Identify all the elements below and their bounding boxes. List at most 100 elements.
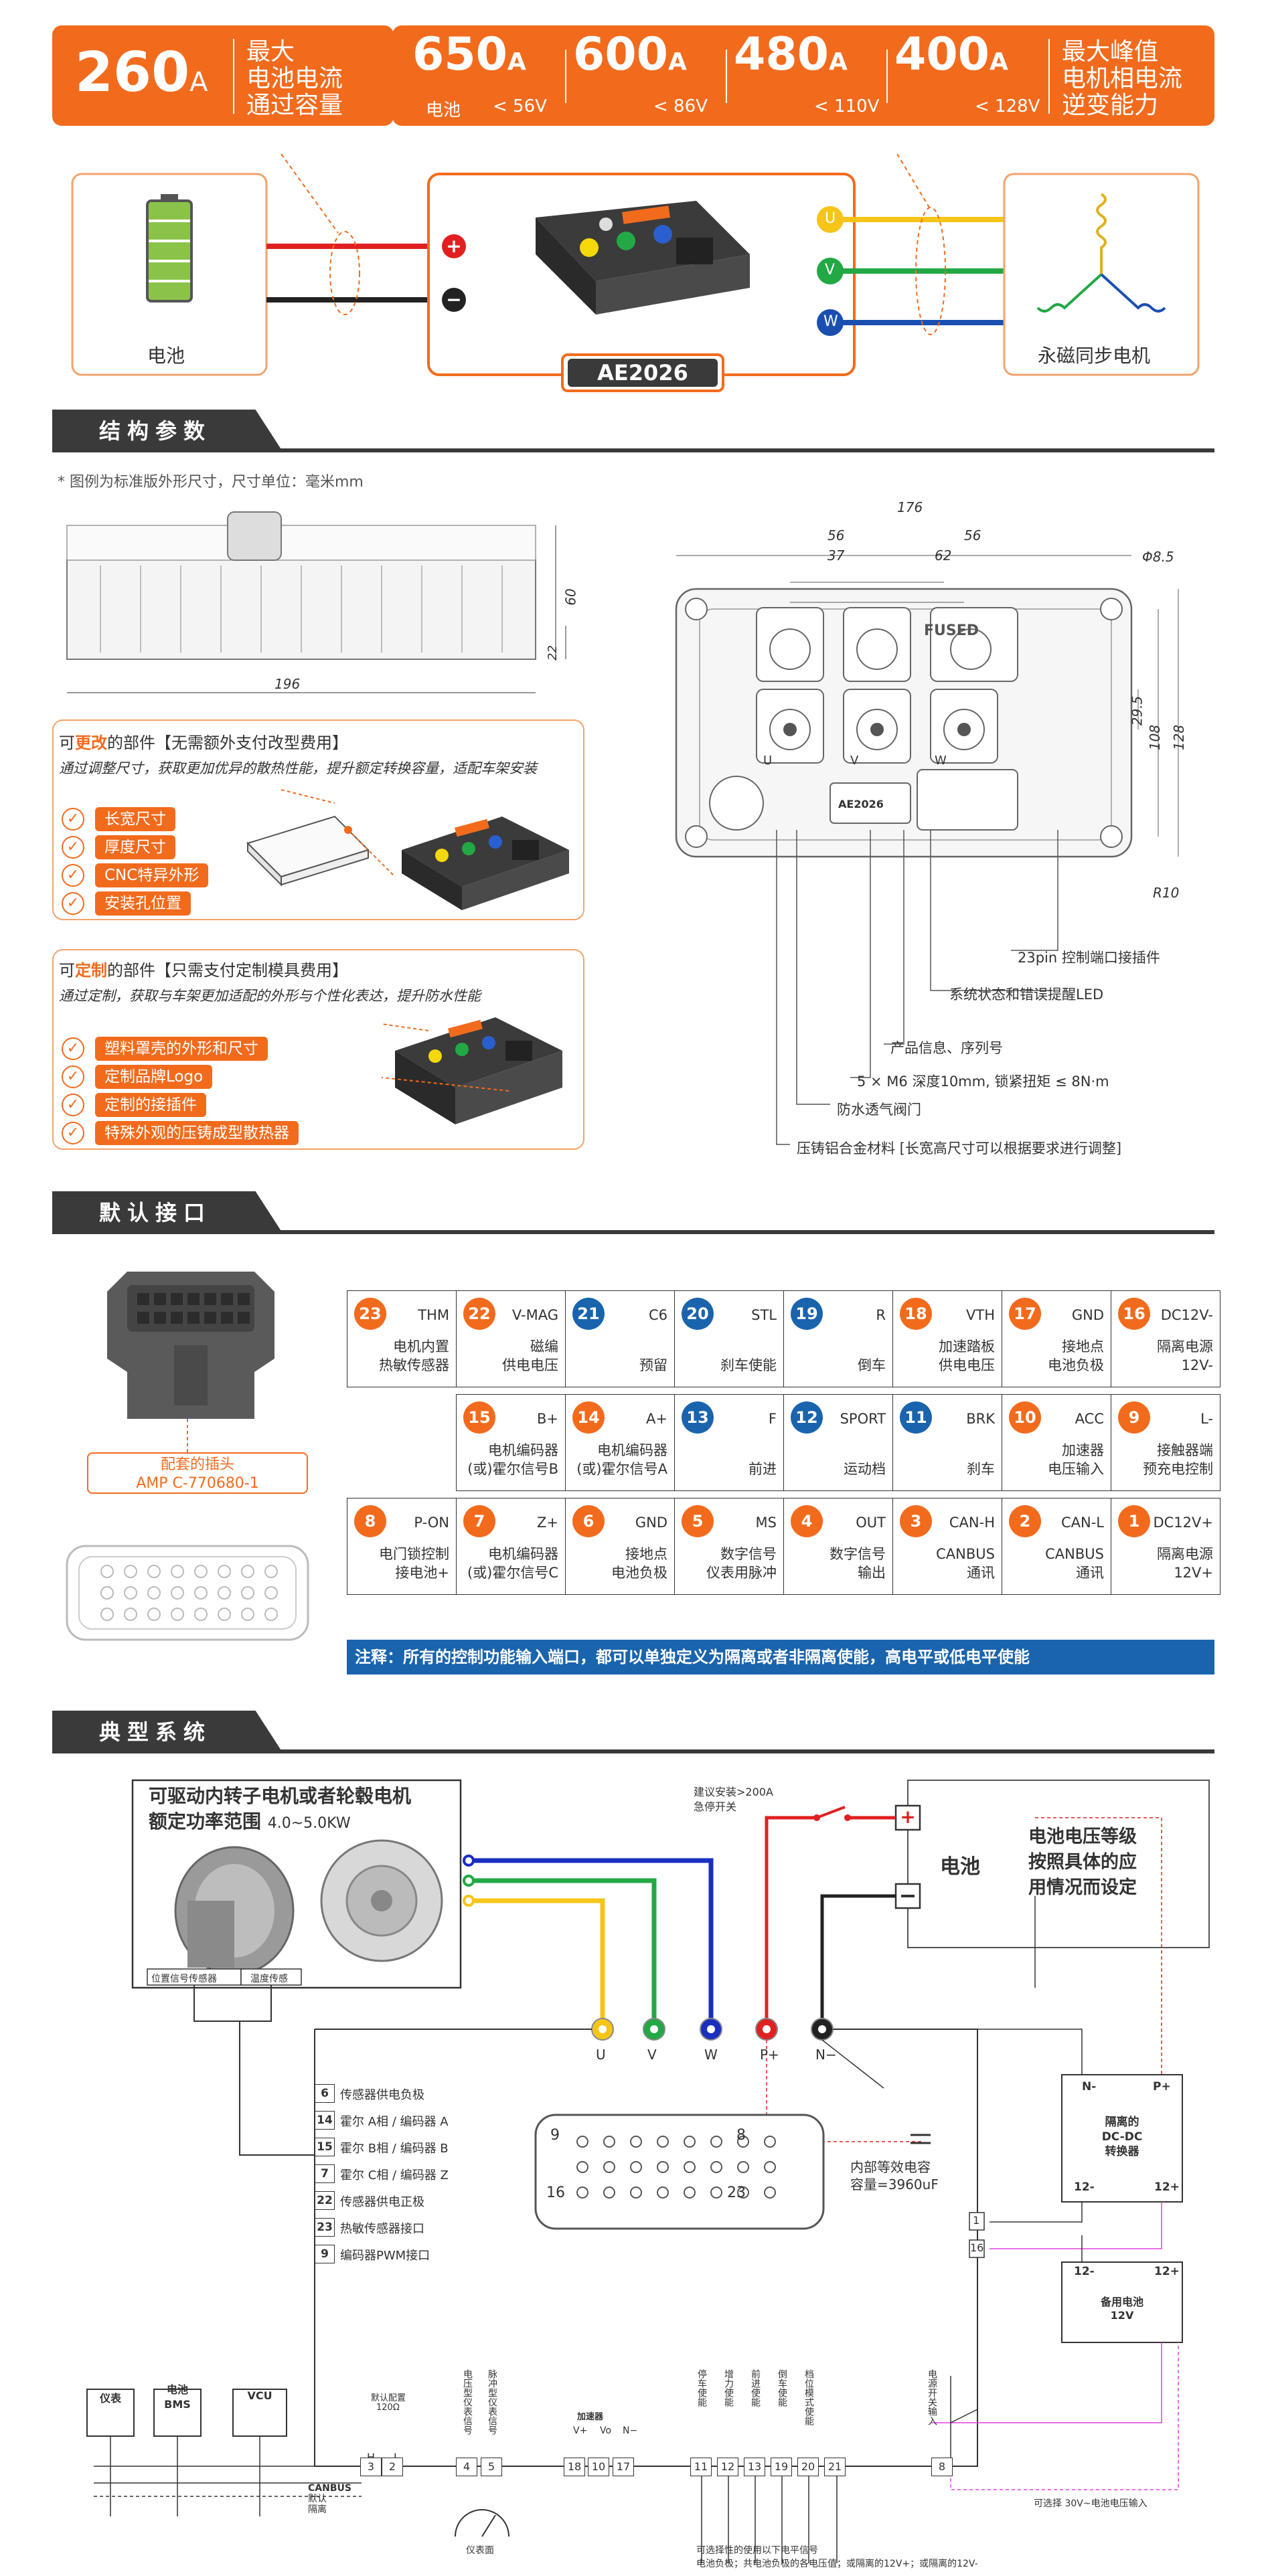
changeable-illustration	[246, 789, 569, 910]
check-icon: ✓	[62, 1065, 84, 1088]
terminal-u: U	[763, 754, 773, 768]
accel-title: 加速器	[577, 2412, 604, 2422]
pin-number-badge: 16	[1118, 1298, 1150, 1330]
bottom-pin: 2	[382, 2458, 403, 2476]
pin-description-line: 隔离电源	[1157, 1339, 1213, 1355]
small-pin-16: 16	[970, 2241, 984, 2254]
customizable-box	[52, 949, 584, 1150]
overview-battery-label: 电池	[147, 345, 185, 367]
terminal-label: N−	[815, 2047, 837, 2063]
pin-signal: SPORT	[840, 1411, 886, 1427]
rating-unit: A	[989, 48, 1008, 76]
vertical-label: 停车使能	[696, 2369, 707, 2407]
overview-diagram: + −	[71, 154, 1200, 392]
feature-tag: 特殊外观的压铸成型散热器	[95, 1121, 299, 1145]
pin-signal: R	[876, 1307, 886, 1323]
dim-56b: 56	[964, 527, 981, 543]
motor-title-1: 可驱动内转子电机或者轮毂电机	[149, 1785, 412, 1807]
bottom-pin: 12	[717, 2458, 738, 2476]
feature-tag: CNC特异外形	[95, 863, 209, 887]
pin-description-line: (或)霍尔信号A	[576, 1461, 667, 1477]
pin-description: 刹车	[967, 1460, 995, 1478]
pin-description-line: 电机编码器	[597, 1442, 667, 1458]
pin-description: 运动档	[844, 1460, 886, 1478]
rating-number: 400	[894, 28, 990, 81]
pin-signal: DC12V+	[1153, 1515, 1213, 1531]
pin-description-line: 加速踏板	[939, 1339, 995, 1355]
customizable-illustration	[382, 1017, 562, 1124]
dcdc-p: P+	[1153, 2080, 1171, 2093]
pin-number-badge: 7	[463, 1505, 495, 1537]
pin-description: 电机内置热敏传感器	[379, 1337, 449, 1375]
interface-note: 注释：所有的控制功能输入端口，都可以单独定义为隔离或者非隔离使能，高电平或低电平…	[347, 1640, 1214, 1675]
pin-description: 倒车	[858, 1356, 886, 1375]
pin-number-badge: 17	[1009, 1298, 1041, 1330]
pin-description-line: 运动档	[844, 1461, 886, 1477]
pin-signal: THM	[418, 1307, 449, 1323]
callout-serial: 产品信息、序列号	[890, 1040, 1003, 1056]
bottom-note-2: 电池负极；共电池负极的各电压值；或隔离的12V+；或隔离的12V-	[696, 2559, 978, 2569]
system-battery: 电池	[940, 1855, 980, 1879]
sensor-pin-number: 9	[315, 2245, 335, 2263]
callout-lines	[776, 830, 1058, 1145]
pin-signal: CAN-L	[1060, 1515, 1104, 1531]
battery-label: 电池	[426, 100, 461, 120]
conn-num-bl: 16	[546, 2184, 565, 2201]
rating-value: 600A	[573, 31, 687, 78]
pin-number-badge: 23	[354, 1298, 386, 1330]
aux-12m: 12-	[1074, 2265, 1095, 2278]
pin-number-badge: 10	[1009, 1401, 1041, 1434]
pin-description: 刹车使能	[720, 1356, 777, 1375]
sensor-pin-number: 14	[315, 2111, 335, 2130]
dim-176: 176	[897, 499, 923, 515]
rating-separator	[886, 50, 888, 103]
bottom-pin: 8	[931, 2458, 953, 2476]
pin-signal: L-	[1200, 1411, 1213, 1427]
pin-description: 预留	[639, 1356, 667, 1375]
pin-description-line: 刹车	[967, 1461, 995, 1477]
bottom-pin: 13	[744, 2458, 765, 2476]
battery-current-box: 260A 最大 电池电流 通过容量	[52, 25, 394, 126]
bottom-pin: 18	[564, 2458, 585, 2476]
pin-number-badge: 4	[791, 1505, 823, 1537]
pin-signal: B+	[536, 1411, 558, 1427]
pin-description-line: (或)霍尔信号B	[467, 1461, 558, 1477]
fused-label: FUSED	[924, 622, 979, 639]
vertical-label: 前进使能	[750, 2369, 761, 2407]
accel-n: N−	[623, 2425, 638, 2436]
pin-description: 前进	[748, 1460, 777, 1478]
pin-description-line: 接电池+	[395, 1565, 449, 1581]
pin-description-line: 隔离电源	[1157, 1546, 1213, 1562]
dim-56a: 56	[827, 527, 845, 543]
feature-tag: 厚度尺寸	[95, 835, 175, 859]
device-bms: 电池 BMS	[164, 2383, 191, 2411]
pin-description-line: CANBUS	[1045, 1546, 1104, 1562]
bottom-pin: 20	[797, 2458, 819, 2476]
vertical-label: 电压型仪表信号	[462, 2369, 473, 2435]
phase-w: W	[823, 313, 838, 330]
terminal-label: P+	[760, 2047, 779, 2063]
bottom-pin: 10	[588, 2458, 609, 2476]
rating-number: 650	[412, 28, 507, 81]
aux-12p: 12+	[1154, 2265, 1180, 2278]
vertical-label: 电源开关输入	[927, 2369, 937, 2425]
pin-number-badge: 8	[354, 1505, 386, 1537]
changeable-box	[52, 719, 584, 920]
system-diagram: +	[86, 1779, 1210, 2563]
callout-valve: 防水透气阀门	[837, 1102, 921, 1118]
pin-description-line: 电池负极	[1048, 1357, 1104, 1373]
check-icon: ✓	[62, 864, 84, 887]
bottom-note-1: 可选择性的使用以下电平信号	[696, 2545, 818, 2556]
bottom-pin: 19	[771, 2458, 792, 2476]
pin-number-badge: 22	[463, 1298, 495, 1330]
pin-signal: P-ON	[414, 1515, 449, 1531]
